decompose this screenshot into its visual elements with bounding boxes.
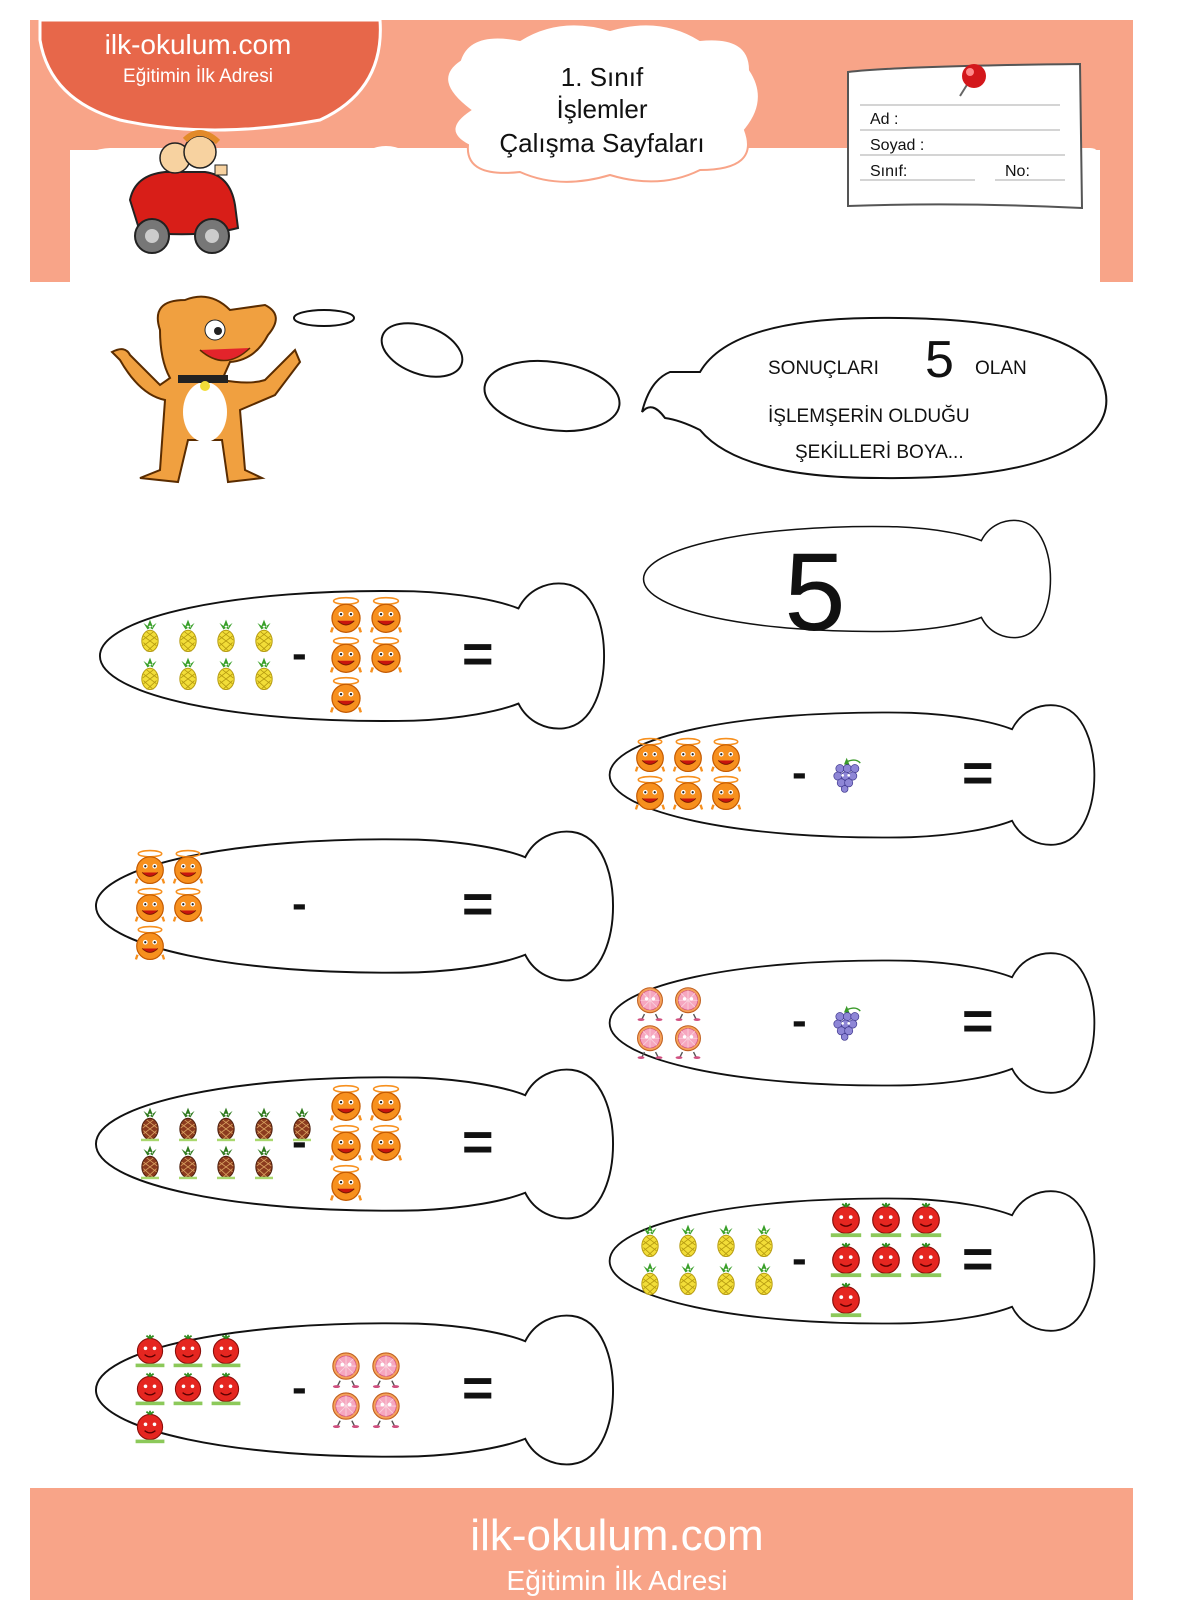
equals-sign: = [462,624,494,684]
target-fish [642,519,1052,639]
minus-sign: - [792,996,807,1045]
problem-3[interactable]: -= [94,830,615,982]
minus-sign: - [792,748,807,797]
minus-sign: - [292,1363,307,1412]
instruction-text-post: OLAN [975,358,1027,379]
instruction-text-pre: SONUÇLARI [768,358,879,379]
equals-sign: = [962,743,994,803]
pushpin-icon [959,64,986,97]
minus-sign: - [292,1117,307,1166]
title-cloud [446,23,760,183]
instruction-line-3: ŞEKİLLERİ BOYA... [795,442,964,463]
logo-tagline: Eğitimin İlk Adresi [123,66,273,87]
name-label: Ad : [870,111,898,128]
left-orange-icon [134,849,166,885]
minus-sign: - [292,879,307,928]
footer-site: ilk-okulum.com [470,1511,763,1560]
number-label: No: [1005,163,1030,180]
title-line-2: İşlemler [556,94,647,124]
problem-list: -=-=-=-=-=-=-= [94,582,1096,1466]
name-card [847,62,1084,210]
instruction-bubble [641,316,1108,480]
thought-bubbles [293,309,621,432]
surname-label: Soyad : [870,137,924,154]
equals-sign: = [462,1112,494,1172]
minus-sign: - [792,1234,807,1283]
problem-fish-shape[interactable] [94,1314,615,1466]
logo-site: ilk-okulum.com [105,29,292,60]
thought-dots [248,146,410,222]
equals-sign: = [962,991,994,1051]
target-number: 5 [784,531,845,654]
title-line-1: 1. Sınıf [561,62,644,92]
car-kids-icon [128,130,240,254]
problem-2[interactable]: -= [608,704,1096,846]
problem-6[interactable]: -= [608,1190,1096,1332]
left-orange-icon [172,849,204,885]
title-line-3: Çalışma Sayfaları [499,128,704,158]
equals-sign: = [962,1229,994,1289]
minus-sign: - [292,629,307,678]
equals-sign: = [462,1358,494,1418]
problem-fish-shape[interactable] [94,830,615,982]
problem-7[interactable]: -= [94,1314,615,1466]
class-label: Sınıf: [870,163,907,180]
problem-1[interactable]: -= [98,582,606,730]
footer-tagline: Eğitimin İlk Adresi [507,1565,728,1596]
dog-icon [110,295,302,484]
problem-5[interactable]: -= [94,1068,615,1220]
equals-sign: = [462,874,494,934]
instruction-line-2: İŞLEMŞERİN OLDUĞU [768,405,970,427]
problem-4[interactable]: -= [608,952,1096,1094]
logo-badge [38,18,382,132]
instruction-number: 5 [925,331,954,389]
footer-banner [30,1488,1133,1600]
